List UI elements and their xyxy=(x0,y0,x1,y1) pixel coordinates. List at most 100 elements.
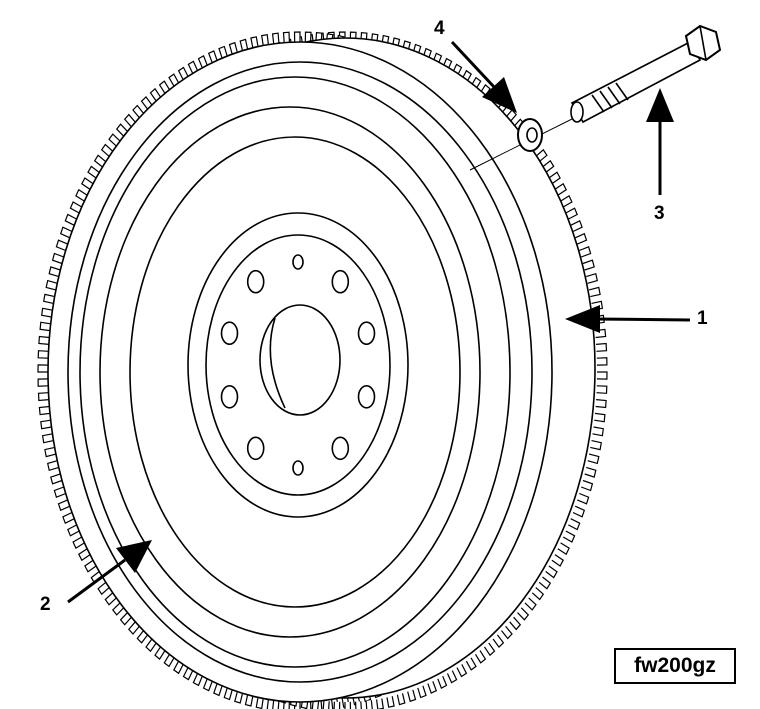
gear-tooth xyxy=(266,699,275,709)
gear-tooth xyxy=(127,621,140,635)
gear-tooth xyxy=(104,592,117,606)
gear-tooth xyxy=(456,664,468,678)
gear-tooth xyxy=(557,542,570,556)
gear-tooth xyxy=(37,350,49,359)
gear-tooth xyxy=(568,518,581,531)
gear-tooth xyxy=(173,660,184,675)
gear-tooth xyxy=(239,38,249,51)
gear-tooth xyxy=(582,259,595,271)
flywheel-face-rim xyxy=(67,61,533,683)
bolt-hole xyxy=(331,436,350,461)
gear-tooth xyxy=(570,219,583,233)
gear-tooth xyxy=(572,505,586,518)
gear-tooth xyxy=(40,419,52,430)
gear-tooth xyxy=(293,31,301,43)
gear-tooth xyxy=(192,673,203,687)
center-bore-depth xyxy=(269,317,286,409)
bolt-hole xyxy=(246,269,265,294)
gear-tooth xyxy=(474,650,487,664)
bolt-hole xyxy=(220,384,239,409)
flywheel-inner-ring-1 xyxy=(79,76,511,668)
gear-tooth xyxy=(250,36,259,48)
gear-tooth xyxy=(228,41,238,55)
gear-tooth xyxy=(140,95,153,110)
gear-tooth xyxy=(565,207,578,220)
gear-tooth xyxy=(560,195,573,208)
gear-tooth xyxy=(524,597,537,611)
gear-tooth xyxy=(333,701,341,709)
gear-tooth xyxy=(396,693,406,706)
gear-tooth xyxy=(177,66,189,80)
gear-tooth xyxy=(218,45,228,59)
gear-tooth xyxy=(168,73,180,87)
gear-tooth xyxy=(244,694,254,707)
gear-tooth xyxy=(75,188,88,202)
gear-tooth xyxy=(115,123,128,137)
gear-tooth xyxy=(483,642,496,657)
gear-tooth xyxy=(45,279,58,291)
gear-tooth xyxy=(261,34,269,46)
gear-tooth xyxy=(43,293,55,304)
gear-tooth xyxy=(344,701,352,709)
gear-tooth xyxy=(207,50,218,63)
callout-arrows xyxy=(67,40,691,604)
bolt-hole xyxy=(292,254,304,270)
gear-tooth xyxy=(579,246,592,258)
gear-tooth xyxy=(592,426,604,437)
gear-tooth xyxy=(551,554,564,567)
bolt-hole xyxy=(246,436,265,461)
gear-tooth xyxy=(509,616,522,631)
flywheel-inner-ring-2 xyxy=(99,106,481,638)
gear-tooth xyxy=(417,685,427,699)
bolt-holes xyxy=(220,254,376,476)
gear-tooth xyxy=(93,154,107,168)
gear-tooth xyxy=(57,499,71,512)
gear-tooth xyxy=(596,357,608,366)
gear-tooth xyxy=(586,272,599,284)
gear-tooth xyxy=(38,405,51,416)
gear-tooth xyxy=(355,701,362,709)
callout-3: 3 xyxy=(654,203,665,224)
flywheel-inner-ring-3 xyxy=(129,136,461,608)
gear-tooth xyxy=(41,307,53,318)
gear-tooth xyxy=(59,226,73,239)
gear-tooth xyxy=(163,653,175,668)
gear-tooth xyxy=(386,696,395,708)
gear-tooth xyxy=(78,548,91,562)
hub-inner xyxy=(205,234,391,496)
gear-tooth xyxy=(46,460,59,472)
gear-tooth xyxy=(590,440,602,451)
gear-tooth xyxy=(69,201,83,214)
bolt-hole xyxy=(220,321,239,346)
gear-tooth xyxy=(44,446,57,458)
gear-tooth xyxy=(67,524,80,537)
gear-tooth xyxy=(81,177,94,190)
gear-tooth xyxy=(517,607,530,621)
gear-tooth xyxy=(584,466,597,478)
gear-tooth xyxy=(37,392,49,402)
gear-tooth xyxy=(136,630,149,644)
gear-tooth xyxy=(39,321,51,332)
gear-tooth xyxy=(574,232,588,245)
hub-outer xyxy=(187,212,409,518)
gear-tooth xyxy=(123,113,136,128)
gear-tooth xyxy=(587,453,600,465)
gear-tooth xyxy=(158,80,171,94)
gear-tooth xyxy=(365,700,373,709)
gear-tooth xyxy=(596,385,608,394)
gear-tooth xyxy=(492,634,505,649)
gear-tooth xyxy=(596,342,608,352)
gear-tooth xyxy=(149,87,162,102)
bolt-hole xyxy=(292,460,304,476)
gear-tooth xyxy=(64,213,77,226)
gear-tooth xyxy=(53,486,66,498)
gear-tooth xyxy=(580,479,594,492)
callout-2: 2 xyxy=(40,594,51,615)
gear-tooth xyxy=(197,55,208,69)
gear-tooth xyxy=(577,492,590,505)
gear-tooth xyxy=(223,687,233,701)
gear-tooth xyxy=(182,667,194,681)
gear-tooth xyxy=(55,239,68,252)
gear-tooth xyxy=(427,681,438,694)
